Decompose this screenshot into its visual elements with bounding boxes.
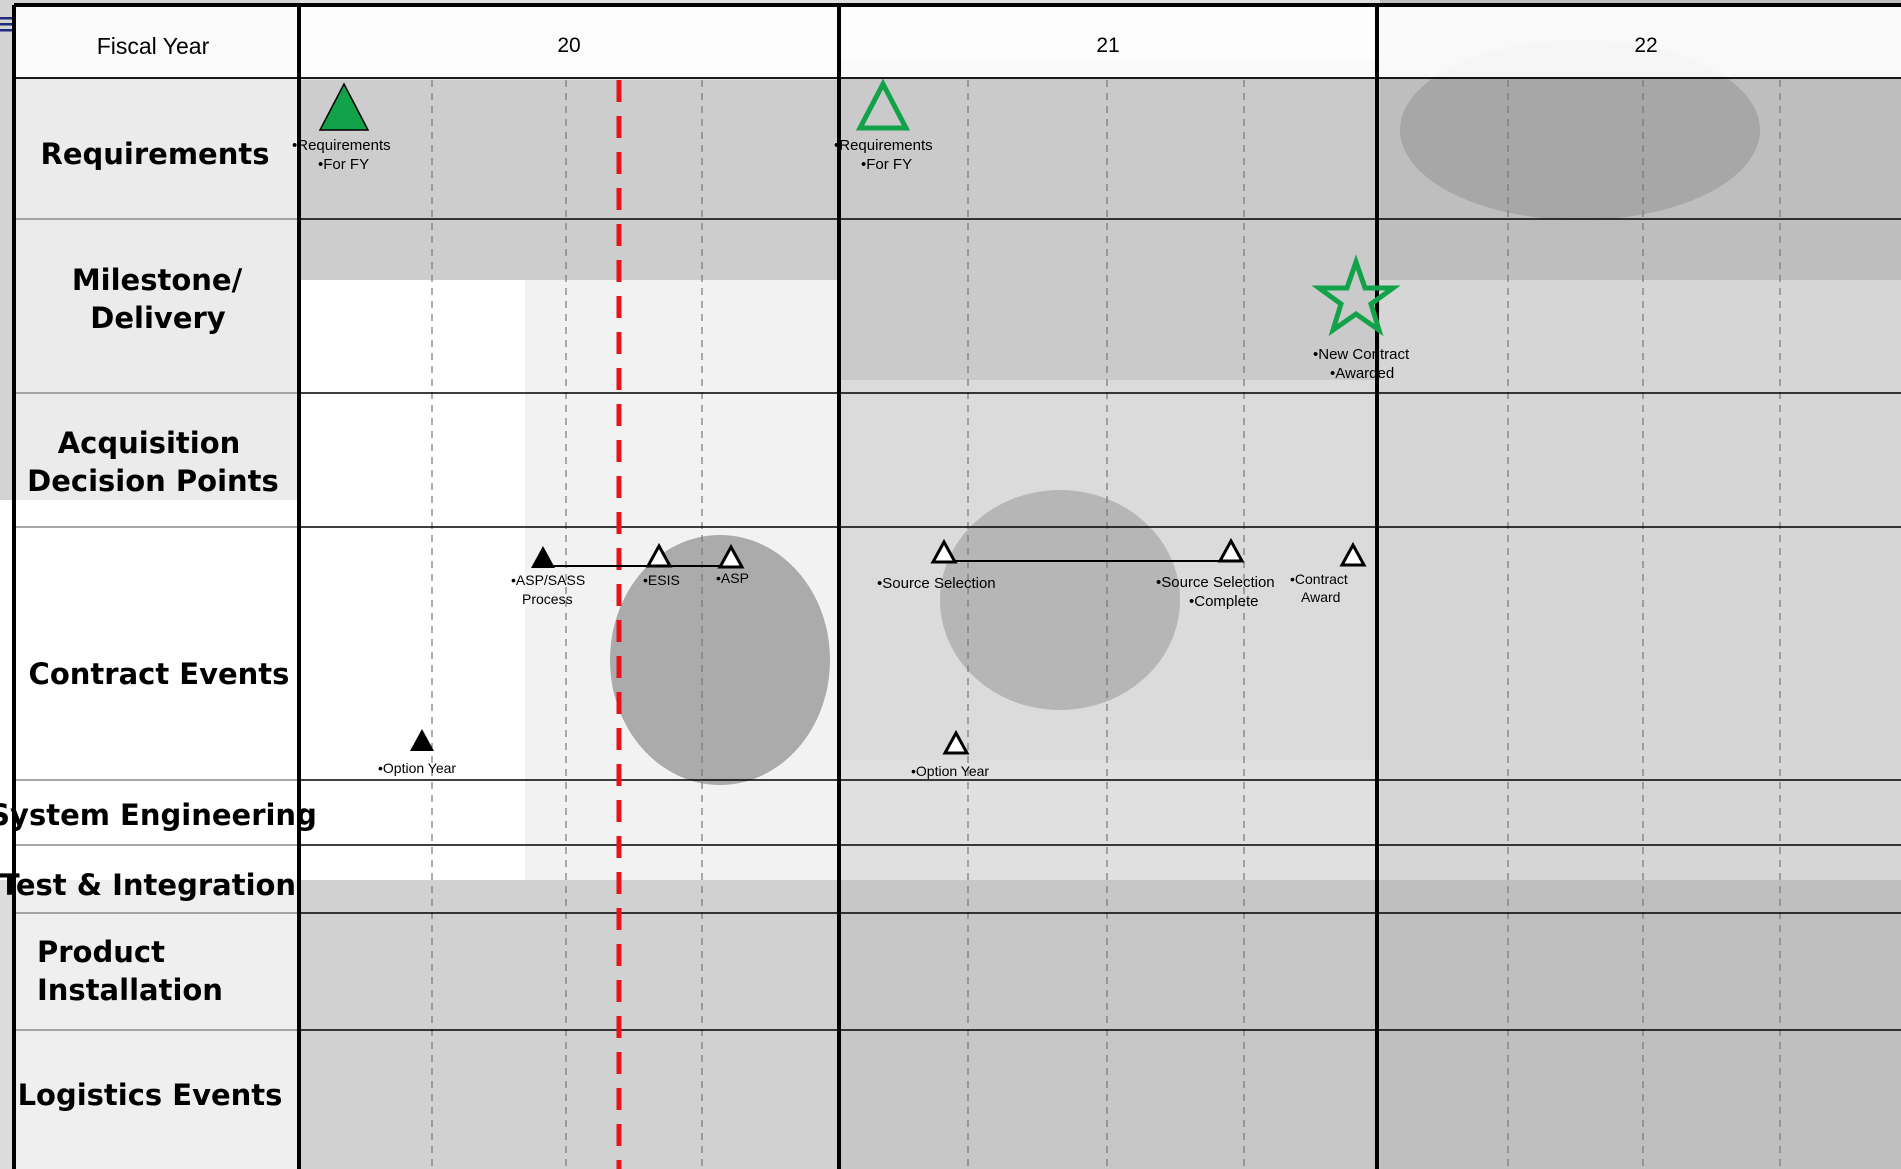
req-fy20-line2: •For FY (318, 156, 369, 173)
row-label-installation: Installation (37, 973, 223, 1007)
option-year-fy21-label: •Option Year (911, 763, 989, 779)
row-label-requirements: Requirements (41, 137, 270, 171)
asp-sass-line2: Process (522, 591, 573, 607)
row-label-system-engineering: System Engineering (0, 798, 317, 832)
year-22-label: 22 (1634, 34, 1657, 57)
row-label-product: Product (37, 935, 165, 969)
row-label-milestone: Milestone/ (72, 263, 243, 297)
asp-label: •ASP (716, 570, 749, 586)
row-label-contract-events: Contract Events (29, 657, 290, 691)
year-20-label: 20 (557, 34, 580, 57)
new-contract-line1: •New Contract (1313, 346, 1410, 363)
source-selection-complete-line1: •Source Selection (1156, 574, 1275, 591)
row-label-test-integration: Test & Integration (0, 868, 296, 902)
option-year-fy20-label: •Option Year (378, 760, 456, 776)
source-selection-label: •Source Selection (877, 575, 996, 592)
req-fy20-line1: •Requirements (292, 137, 391, 154)
contract-award-line1: •Contract (1290, 571, 1348, 587)
esis-label: •ESIS (643, 572, 680, 588)
year-21-label: 21 (1096, 34, 1119, 57)
fiscal-year-label: Fiscal Year (97, 33, 210, 59)
menu-icon (0, 17, 12, 32)
row-label-delivery: Delivery (90, 301, 225, 335)
row-label-acquisition: Acquisition (58, 426, 241, 460)
row-label-decision-points: Decision Points (27, 464, 279, 498)
req-fy21-line1: •Requirements (834, 137, 933, 154)
new-contract-line2: •Awarded (1330, 365, 1394, 382)
req-fy21-line2: •For FY (861, 156, 912, 173)
asp-sass-line1: •ASP/SASS (511, 572, 585, 588)
source-selection-complete-line2: •Complete (1189, 593, 1258, 610)
row-label-logistics-events: Logistics Events (18, 1078, 283, 1112)
contract-award-line2: Award (1301, 589, 1340, 605)
